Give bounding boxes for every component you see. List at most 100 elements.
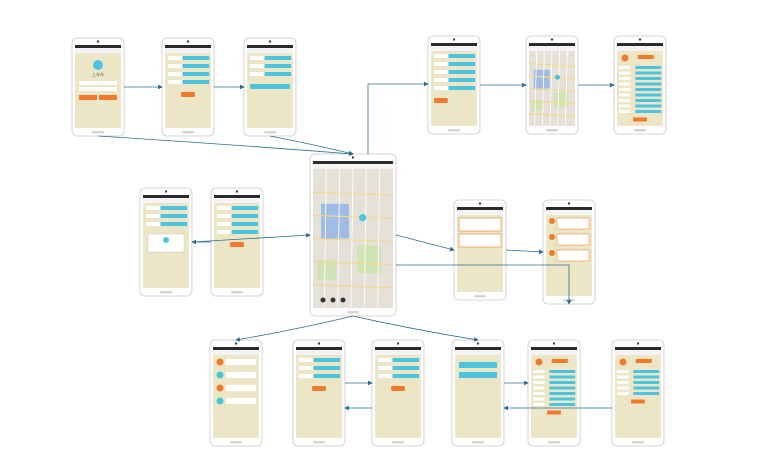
username-input [79, 81, 117, 85]
front-camera-icon [552, 342, 556, 345]
map-road [549, 50, 553, 127]
home-button-icon [160, 291, 172, 294]
message-card [556, 249, 590, 262]
input-field [231, 222, 259, 226]
field-label [378, 358, 393, 362]
map-road [350, 168, 354, 309]
message-card [556, 217, 590, 230]
confirm-button [547, 410, 561, 415]
front-camera-icon [638, 38, 642, 41]
map-park [357, 245, 381, 274]
map-road [312, 237, 394, 243]
front-camera-icon [317, 342, 321, 345]
status-bar [214, 195, 260, 198]
title-bar [247, 48, 293, 53]
status-bar [143, 195, 189, 198]
title-bar [455, 350, 501, 355]
home-button-icon [313, 441, 325, 444]
avatar-icon [216, 397, 224, 405]
field-label [168, 72, 183, 76]
flow-arrow [97, 135, 354, 157]
confirm-button [633, 117, 647, 122]
screen-top-profile [613, 35, 667, 135]
screen-bottom-form-1 [292, 339, 346, 447]
field-label [533, 397, 545, 401]
screen-main-map [309, 153, 397, 317]
field-label [619, 77, 631, 80]
map-road [557, 50, 561, 127]
screen-top-form [427, 35, 481, 135]
flow-arrow [235, 315, 354, 342]
field-label [533, 403, 545, 406]
map-road [528, 75, 576, 80]
flow-arrow [191, 232, 311, 243]
field-label [378, 366, 393, 370]
field-label [619, 93, 631, 97]
status-bar [546, 207, 592, 210]
home-button-icon [472, 441, 484, 444]
title-bar [75, 48, 121, 53]
title-bar [457, 210, 503, 215]
map-road [541, 50, 545, 127]
status-bar [615, 347, 661, 350]
map-park [531, 99, 543, 111]
screen-bottom-menu [451, 339, 505, 447]
order-card [458, 233, 502, 248]
input-field [182, 64, 210, 68]
front-camera-icon [636, 342, 640, 345]
field-label [299, 366, 314, 370]
status-bar [457, 207, 503, 210]
map-water [533, 69, 550, 89]
avatar-icon [216, 358, 224, 366]
map-road [528, 100, 576, 105]
field-label [617, 381, 629, 384]
home-button-icon [632, 441, 644, 444]
front-camera-icon [567, 202, 571, 205]
value-field [633, 386, 660, 390]
title-bar [529, 46, 575, 51]
front-camera-icon [476, 342, 480, 345]
screen-display [214, 195, 260, 288]
home-button-icon [546, 129, 558, 132]
app-logo-icon [93, 60, 103, 70]
input-field [448, 78, 476, 82]
value-field [635, 77, 662, 80]
submit-button [181, 92, 195, 97]
home-button-icon [230, 441, 242, 444]
home-button-icon [231, 291, 243, 294]
order-card [458, 217, 502, 232]
value-field [633, 375, 660, 379]
avatar-icon [549, 234, 555, 240]
confirm-button [631, 399, 645, 404]
status-bar [75, 45, 121, 48]
status-bar [247, 45, 293, 48]
submit-button [250, 84, 290, 89]
screen-login: 上车车 [71, 37, 125, 137]
input-field [231, 230, 259, 234]
field-label [434, 86, 449, 90]
home-button-icon [548, 441, 560, 444]
map-pin-icon [555, 74, 561, 80]
title-bar [431, 46, 477, 51]
map-road [337, 168, 341, 309]
field-label [533, 370, 545, 373]
list-item [226, 372, 256, 378]
status-bar [313, 161, 393, 164]
home-button-icon [392, 441, 404, 444]
field-label [617, 375, 629, 379]
value-field [633, 392, 660, 395]
input-field [264, 72, 292, 76]
input-field [392, 374, 420, 378]
field-label [168, 80, 183, 84]
value-field [635, 88, 662, 91]
input-field [264, 56, 292, 60]
input-field [160, 206, 188, 210]
field-label [617, 386, 629, 390]
screen-orders [453, 199, 507, 301]
field-label [533, 381, 545, 384]
screen-order-detail [542, 199, 596, 305]
avatar-icon [216, 384, 224, 392]
submit-button [434, 98, 448, 103]
list-item [226, 398, 256, 404]
